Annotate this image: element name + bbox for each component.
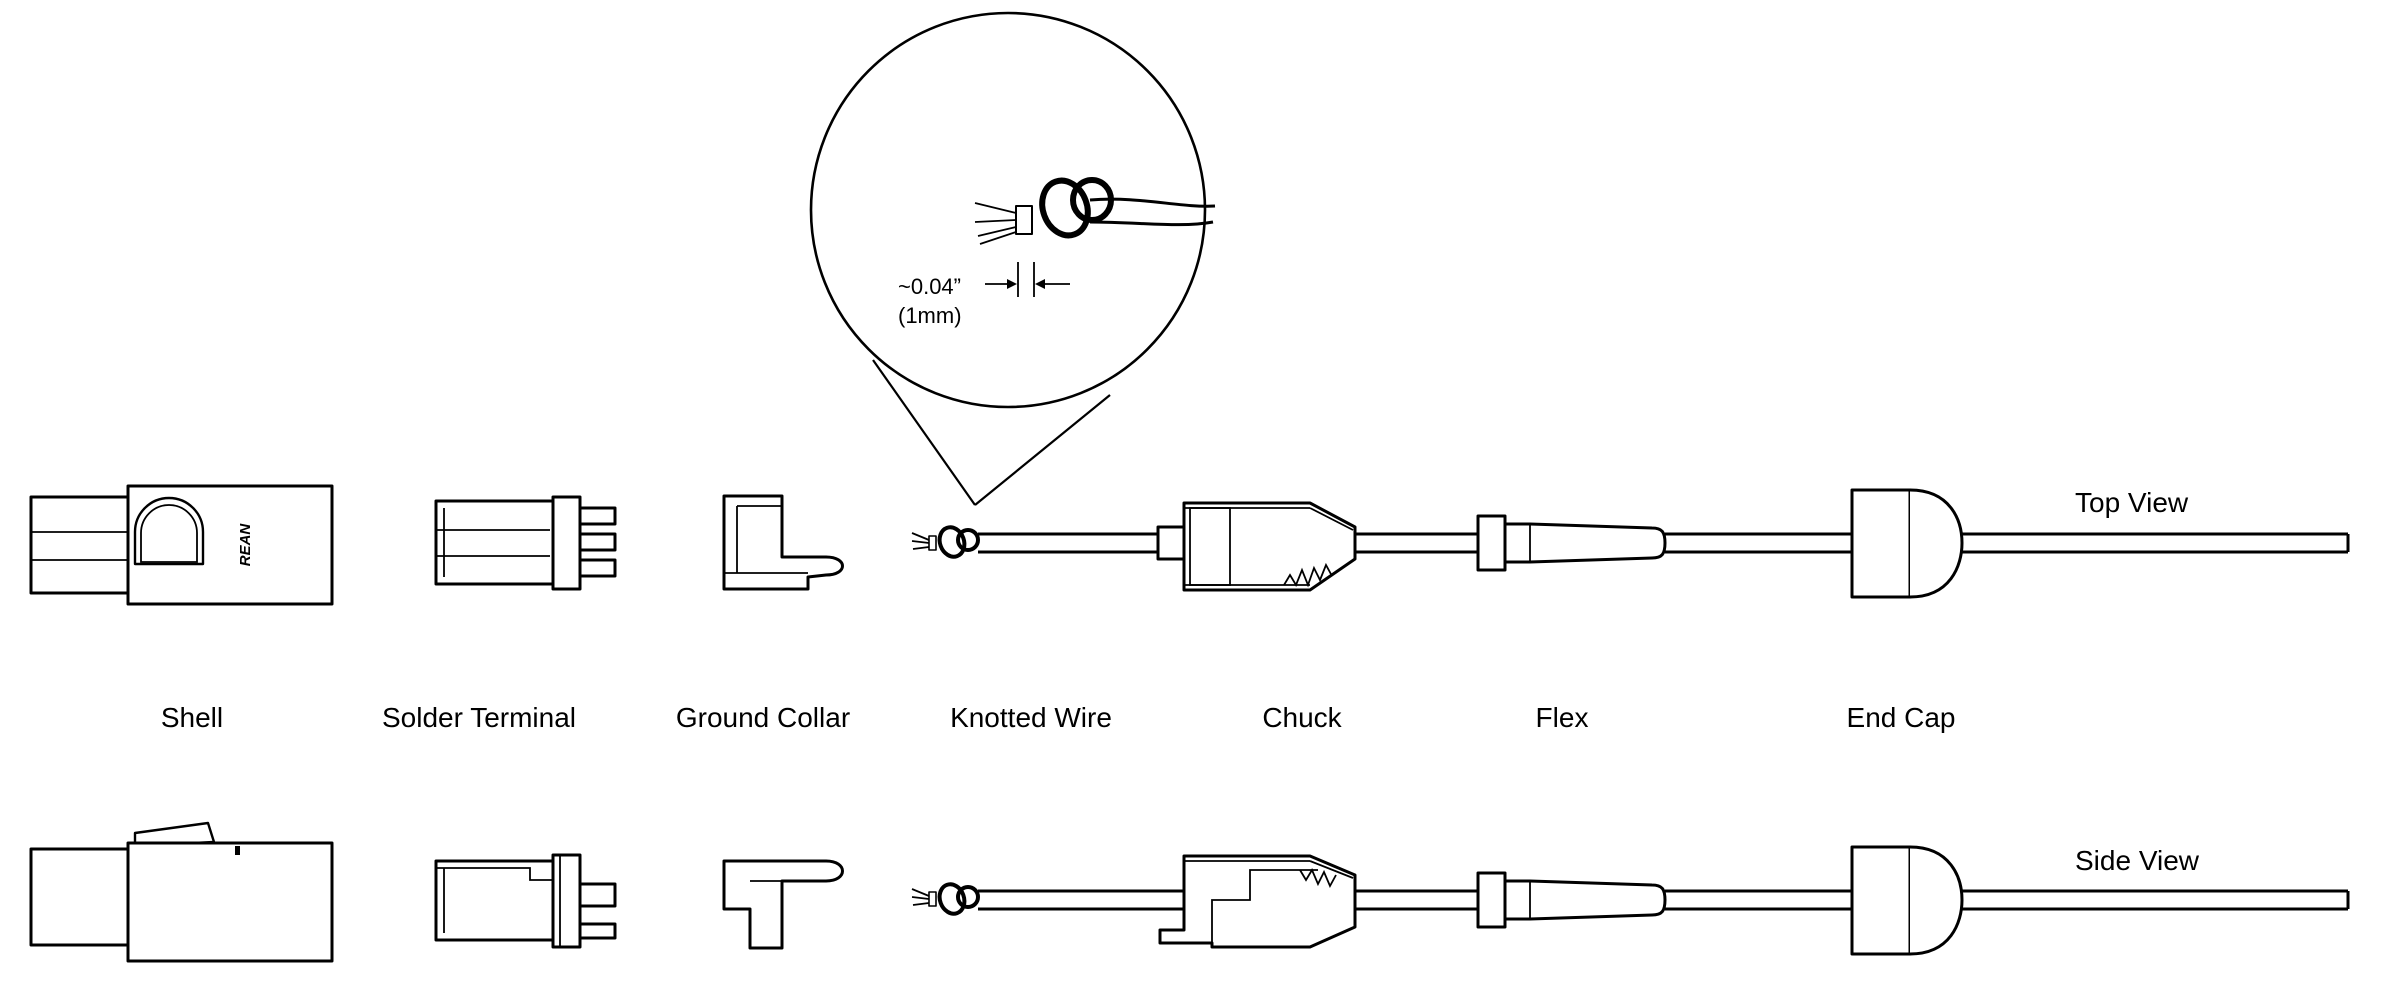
cable-top — [978, 532, 2350, 554]
chuck-side — [1158, 854, 1357, 949]
knot-detail-wire — [974, 177, 1216, 245]
knotted-wire-side — [911, 882, 980, 916]
shell-top: REAN — [29, 484, 334, 606]
label-solder-terminal: Solder Terminal — [382, 702, 576, 733]
solder-terminal-top — [434, 495, 617, 591]
label-knotted-wire: Knotted Wire — [950, 702, 1112, 733]
dimension-inches: ~0.04” — [898, 274, 961, 299]
label-end-cap: End Cap — [1847, 702, 1956, 733]
end-cap-side — [1850, 845, 1964, 956]
flex-side — [1476, 871, 1667, 929]
end-cap-top — [1850, 488, 1964, 599]
flex-top — [1476, 514, 1667, 572]
solder-terminal-side — [434, 853, 617, 949]
ground-collar-top — [722, 494, 844, 591]
side-view-label: Side View — [2075, 845, 2200, 876]
top-view-label: Top View — [2075, 487, 2189, 518]
shell-side — [29, 821, 334, 963]
component-labels: Shell Solder Terminal Ground Collar Knot… — [161, 702, 1956, 733]
knotted-wire-top — [911, 525, 980, 559]
label-chuck: Chuck — [1262, 702, 1342, 733]
top-view: REAN — [29, 484, 2350, 606]
cable-side — [978, 889, 2350, 911]
dimension-millimeters: (1mm) — [898, 303, 962, 328]
side-view: Side View — [29, 821, 2350, 963]
dimension-marker — [985, 262, 1070, 297]
chuck-top — [1156, 501, 1357, 592]
knot-detail-magnifier: ~0.04” (1mm) — [809, 11, 1216, 506]
ground-collar-side — [722, 859, 844, 950]
label-shell: Shell — [161, 702, 223, 733]
shell-logo: REAN — [237, 523, 254, 567]
label-flex: Flex — [1536, 702, 1589, 733]
label-ground-collar: Ground Collar — [676, 702, 850, 733]
